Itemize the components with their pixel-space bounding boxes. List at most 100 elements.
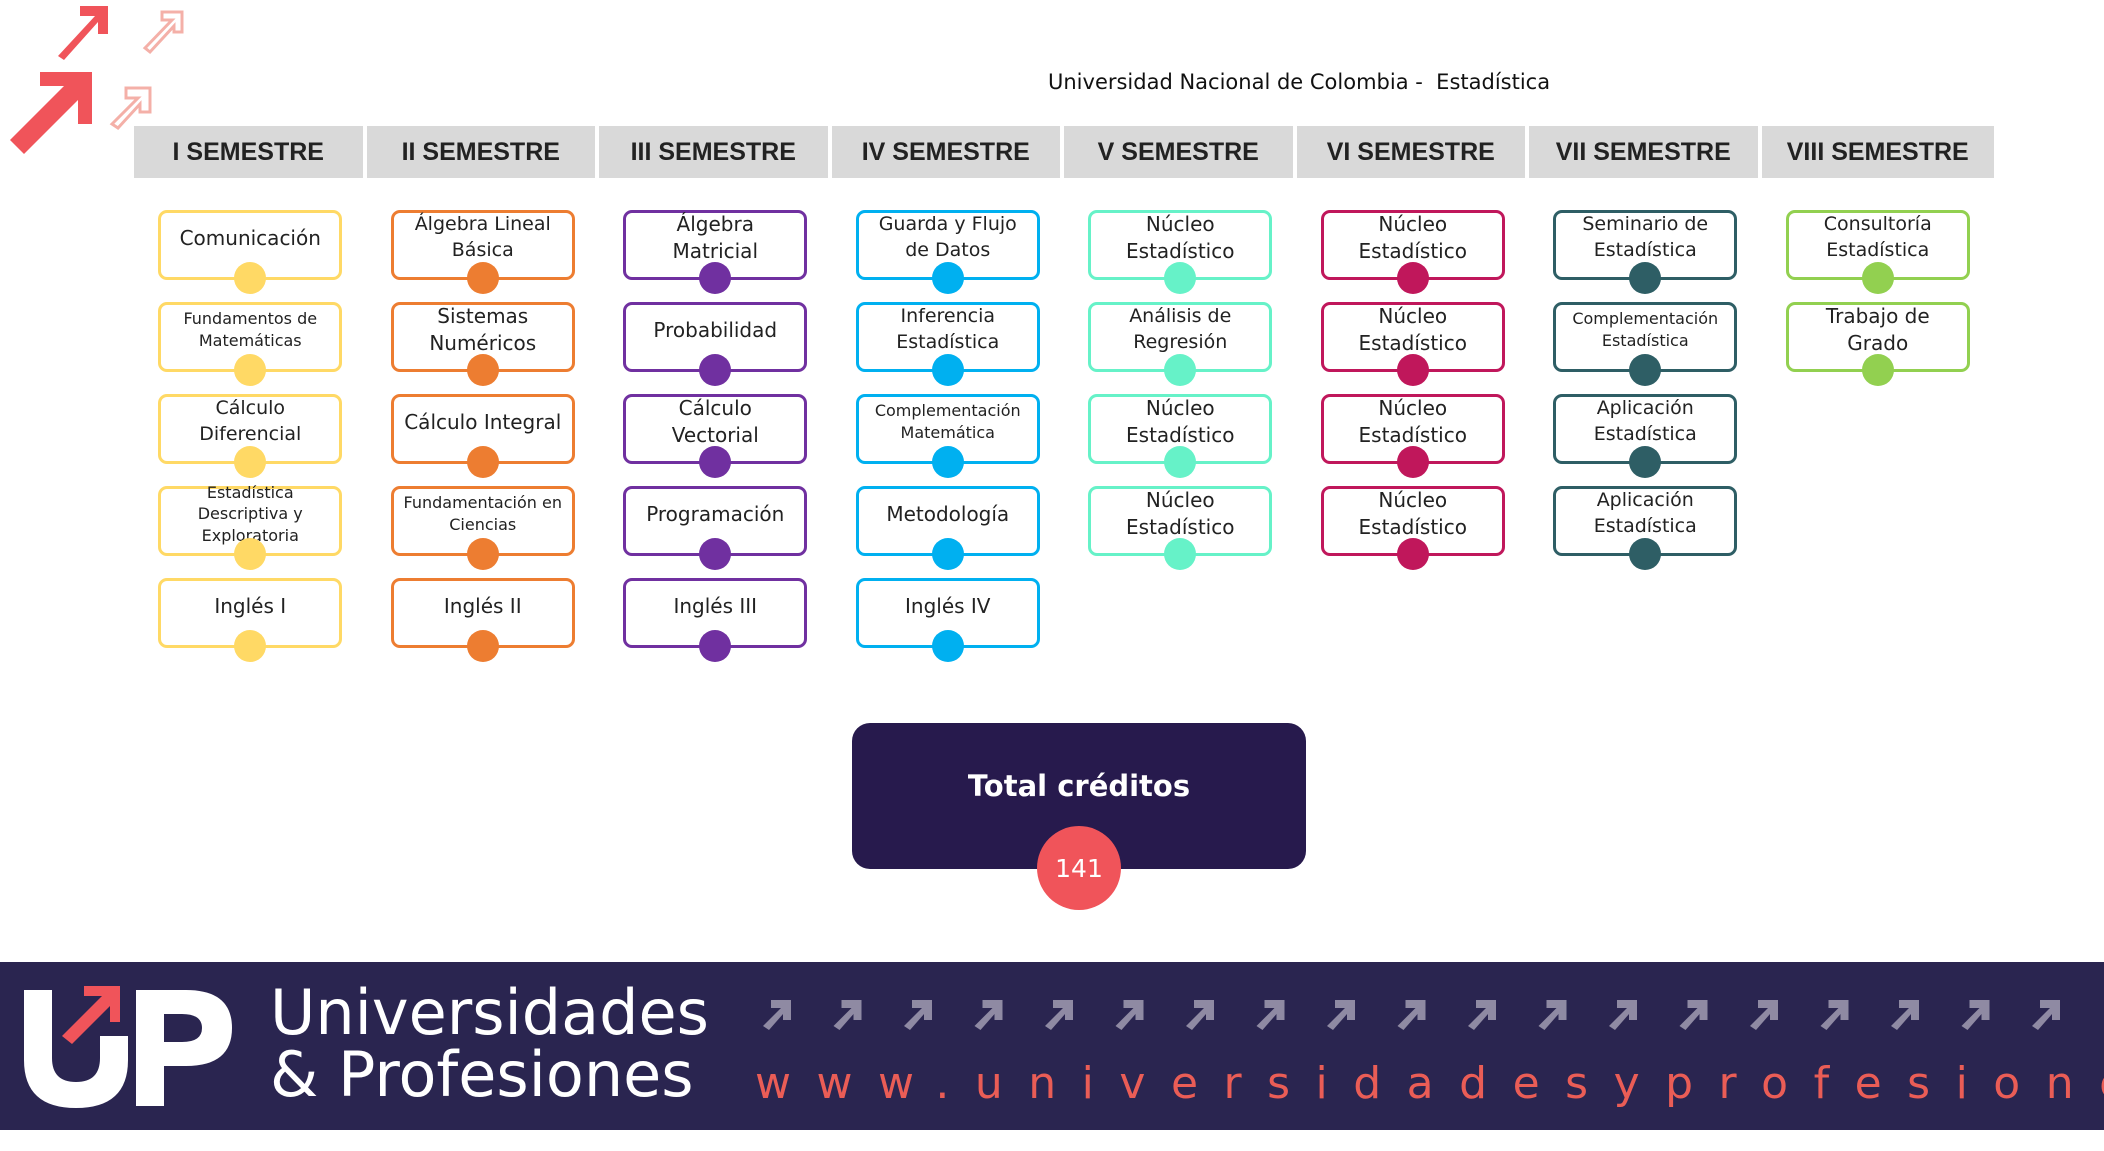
- arrow-row-icon: [763, 1000, 2060, 1030]
- course-dot: [1861, 262, 1894, 294]
- course-dot: [466, 354, 499, 386]
- course-label: Núcleo Estadístico: [1358, 304, 1467, 355]
- course-dot: [234, 354, 267, 386]
- small-arrow-icon: [1820, 1000, 1849, 1030]
- course-box: Programación: [623, 486, 808, 570]
- total-credits-label: Total créditos: [967, 769, 1191, 803]
- semester-header-1: I SEMESTRE: [134, 126, 367, 178]
- semester-header-5: V SEMESTRE: [1064, 126, 1297, 178]
- course-label: Metodología: [886, 501, 1010, 526]
- course-label: Complementación Estadística: [1572, 309, 1719, 350]
- course-box: Análisis de Regresión: [1088, 302, 1273, 386]
- course-label: Álgebra Matricial: [672, 212, 759, 263]
- course-label: Álgebra Lineal Básica: [414, 213, 551, 261]
- course-dot: [699, 630, 732, 662]
- course-dot: [1861, 354, 1894, 386]
- small-arrow-icon: [1327, 1000, 1355, 1030]
- semester-header-bar: I SEMESTRE II SEMESTRE III SEMESTRE IV S…: [134, 126, 1994, 178]
- course-dot: [466, 262, 499, 294]
- course-dot: [1396, 354, 1429, 386]
- course-box: Cálculo Diferencial: [158, 394, 343, 478]
- course-box: Sistemas Numéricos: [390, 302, 575, 386]
- course-dot: [1396, 538, 1429, 570]
- page-title: Universidad Nacional de Colombia - Estad…: [1048, 70, 1551, 94]
- course-box: Complementación Matemática: [855, 394, 1040, 478]
- course-label: Guarda y Flujo de Datos: [878, 213, 1017, 261]
- semester-header-8: VIII SEMESTRE: [1786, 137, 1969, 166]
- up-brand-logo-icon: [24, 986, 232, 1108]
- course-label: Núcleo Estadístico: [1126, 396, 1235, 447]
- course-box: Inglés I: [158, 578, 343, 662]
- course-dot: [931, 446, 964, 478]
- course-label: Aplicación Estadística: [1593, 397, 1697, 445]
- course-dot: [234, 630, 267, 662]
- brand-line-1: Universidades: [270, 976, 709, 1049]
- course-dot: [1629, 354, 1662, 386]
- course-dot: [699, 262, 732, 294]
- semester-header-7: VII SEMESTRE: [1529, 126, 1762, 178]
- small-arrow-icon: [1045, 1000, 1073, 1030]
- course-box: Inferencia Estadística: [855, 302, 1040, 386]
- small-arrow-icon: [1679, 1000, 1708, 1030]
- course-dot: [931, 262, 964, 294]
- course-dot: [1396, 262, 1429, 294]
- course-box: Consultoría Estadística: [1785, 210, 1970, 294]
- brand-name: Universidades & Profesiones: [270, 982, 709, 1106]
- course-label: Núcleo Estadístico: [1358, 396, 1467, 447]
- course-dot: [1629, 262, 1662, 294]
- course-dot: [1164, 354, 1197, 386]
- course-label: Inferencia Estadística: [896, 305, 1000, 353]
- course-box: Seminario de Estadística: [1553, 210, 1738, 294]
- course-label: Inglés IV: [905, 593, 991, 618]
- small-arrow-icon: [974, 1000, 1003, 1030]
- course-box: Aplicación Estadística: [1553, 486, 1738, 570]
- course-box: Núcleo Estadístico: [1088, 394, 1273, 478]
- course-dot: [699, 446, 732, 478]
- course-label: Núcleo Estadístico: [1358, 212, 1467, 263]
- course-dot: [234, 538, 267, 570]
- course-label: Inglés III: [673, 593, 758, 618]
- course-label: Seminario de Estadística: [1582, 213, 1709, 261]
- small-arrow-icon: [833, 1000, 862, 1030]
- course-label: Complementación Matemática: [874, 401, 1021, 442]
- course-box: Núcleo Estadístico: [1320, 486, 1505, 570]
- small-arrow-icon: [1256, 1000, 1285, 1030]
- course-label: Comunicación: [179, 225, 321, 250]
- course-box: Estadística Descriptiva y Exploratoria: [158, 483, 343, 570]
- small-arrow-icon: [904, 1000, 932, 1030]
- course-label: Probabilidad: [653, 317, 778, 342]
- course-label: Núcleo Estadístico: [1126, 488, 1235, 539]
- course-label: Estadística Descriptiva y Exploratoria: [197, 482, 303, 545]
- course-box: Cálculo Vectorial: [623, 394, 808, 478]
- course-box: Núcleo Estadístico: [1320, 394, 1505, 478]
- course-dot: [1629, 538, 1662, 570]
- course-box: Probabilidad: [623, 302, 808, 386]
- course-box: Inglés II: [390, 578, 575, 662]
- course-dot: [466, 446, 499, 478]
- small-arrow-icon: [1891, 1000, 1919, 1030]
- course-box: Comunicación: [158, 210, 343, 294]
- course-box: Cálculo Integral: [390, 394, 575, 478]
- semester-header-3: III SEMESTRE: [599, 126, 832, 178]
- course-label: Inglés I: [214, 593, 287, 618]
- course-label: Cálculo Diferencial: [199, 397, 302, 445]
- semester-header-6: VI SEMESTRE: [1297, 126, 1529, 178]
- course-dot: [466, 630, 499, 662]
- course-label: Análisis de Regresión: [1129, 305, 1232, 353]
- course-label: Sistemas Numéricos: [429, 304, 537, 355]
- course-dot: [1164, 538, 1197, 570]
- website-url: www.universidadesyprofesiones.com: [755, 1058, 2104, 1109]
- course-box: Núcleo Estadístico: [1320, 210, 1505, 294]
- small-arrow-icon: [1609, 1000, 1637, 1030]
- course-box: Complementación Estadística: [1553, 302, 1738, 386]
- course-box: Álgebra Matricial: [623, 210, 808, 294]
- course-dot: [234, 446, 267, 478]
- course-dot: [1629, 446, 1662, 478]
- course-box: Guarda y Flujo de Datos: [855, 210, 1040, 294]
- course-box: Inglés III: [623, 578, 808, 662]
- small-arrow-icon: [1750, 1000, 1778, 1030]
- course-label: Aplicación Estadística: [1593, 489, 1697, 537]
- course-box: Núcleo Estadístico: [1088, 486, 1273, 570]
- semester-header-4: IV SEMESTRE: [832, 126, 1064, 178]
